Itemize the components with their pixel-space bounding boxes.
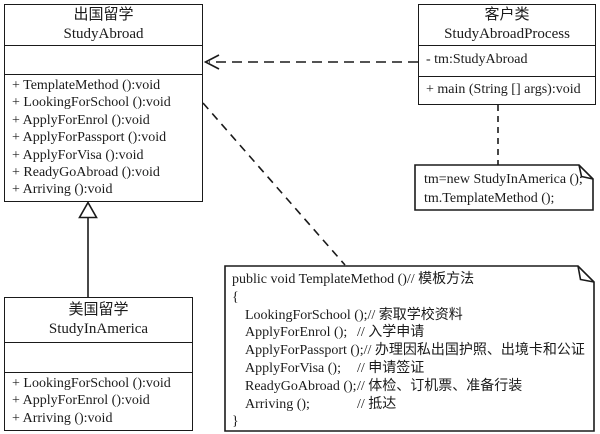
methods-compartment: + TemplateMethod ():void + LookingForSch… [5,74,202,201]
method-item: + Arriving ():void [12,182,113,198]
note-brace-open: { [232,289,239,305]
note-fold-icon [578,164,594,180]
method-item: + main (String [] args):void [426,82,581,97]
class-title-study-in-america: 美国留学 StudyInAmerica [5,298,192,342]
method-item: + TemplateMethod ():void [12,78,161,93]
method-item: + ApplyForEnrol ():void [12,112,150,128]
class-study-in-america: 美国留学 StudyInAmerica + LookingForSchool (… [4,297,193,431]
generalization-arrow [78,200,98,297]
code-comment: // 索取学校资料 [367,307,463,323]
note-line: tm=new StudyInAmerica (); [424,172,583,187]
methods-compartment: + LookingForSchool ():void + ApplyForEnr… [5,372,192,430]
attributes-compartment [5,45,202,74]
note-fold-icon [577,265,595,283]
code-call: ReadyGoAbroad (); [245,378,357,394]
class-title-study-abroad: 出国留学 StudyAbroad [5,5,202,45]
code-comment: // 入学申请 [357,325,425,341]
class-name-cn: 客户类 [484,7,530,23]
class-name-en: StudyAbroadProcess [444,26,570,42]
note-client-code-shape [414,164,594,211]
class-title-study-abroad-process: 客户类 StudyAbroadProcess [419,5,595,45]
note-code-row: ApplyForPassport (); // 办理因私出国护照、出境卡和公证 [232,342,588,360]
method-item: + LookingForSchool ():void [12,376,171,391]
code-call: ApplyForPassport (); [245,343,364,359]
class-name-cn: 美国留学 [68,302,129,318]
class-name-cn: 出国留学 [73,7,134,23]
attributes-compartment [5,342,192,372]
note-code-row: ApplyForEnrol (); // 入学申请 [232,324,588,342]
dependency-arrow [203,54,418,70]
code-comment: // 申请签证 [357,360,425,376]
code-call: ApplyForVisa (); [245,360,341,376]
note-client-code: tm=new StudyInAmerica (); tm.TemplateMet… [424,170,588,208]
note-header-line: public void TemplateMethod ()// 模板方法 [232,272,475,287]
method-item: + LookingForSchool ():void [12,95,171,111]
generalization-triangle-icon [78,200,98,219]
method-item: + ApplyForPassport ():void [12,130,167,146]
class-study-abroad: 出国留学 StudyAbroad + TemplateMethod ():voi… [4,4,203,202]
code-comment: // 抵达 [357,396,397,412]
code-call: Arriving (); [245,396,310,412]
methods-compartment: + main (String [] args):void [419,76,595,104]
note-template-method-shape [224,265,595,432]
note-brace-close: } [232,414,239,430]
method-item: + Arriving ():void [12,410,113,426]
note-code-row: Arriving (); // 抵达 [232,396,588,414]
class-name-en: StudyInAmerica [48,321,149,337]
class-name-en: StudyAbroad [63,26,144,42]
code-comment: // 办理因私出国护照、出境卡和公证 [363,343,585,359]
note-code-row: LookingForSchool (); // 索取学校资料 [232,307,588,325]
note-code-row: ApplyForVisa (); // 申请签证 [232,360,588,378]
note-template-method: public void TemplateMethod ()// 模板方法 { L… [232,271,588,431]
note-anchor-template-method [202,102,346,266]
code-call: ApplyForEnrol (); [245,325,348,341]
attributes-compartment: - tm:StudyAbroad [419,45,595,76]
note-code-row: ReadyGoAbroad (); // 体检、订机票、准备行装 [232,378,588,396]
dependency-arrowhead-icon [203,54,220,70]
code-comment: // 体检、订机票、准备行装 [357,378,523,394]
method-item: + ApplyForEnrol ():void [12,393,150,409]
note-line: tm.TemplateMethod (); [424,191,555,206]
class-study-abroad-process: 客户类 StudyAbroadProcess - tm:StudyAbroad … [418,4,596,105]
attribute-item: - tm:StudyAbroad [426,52,528,67]
code-call: LookingForSchool (); [245,307,368,323]
method-item: + ReadyGoAbroad ():void [12,165,160,181]
method-item: + ApplyForVisa ():void [12,147,144,163]
